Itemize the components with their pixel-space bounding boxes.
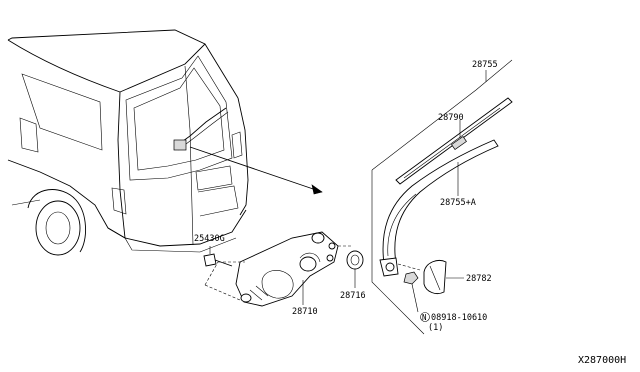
label-28790: 28790: [438, 113, 464, 123]
label-nut-number: 08918-10610: [431, 313, 487, 323]
label-28782: 28782: [466, 274, 492, 284]
label-nut-quantity: (1): [428, 323, 443, 333]
van-illustration: [7, 29, 323, 256]
wiper-arm-blade-group: [371, 59, 513, 335]
grommet-part: [346, 250, 364, 288]
diagram-reference-code: X287000H: [578, 355, 626, 366]
part-labels: 28755 28790 28755+A 25430G 28716 28782 2…: [194, 60, 626, 366]
label-28755A: 28755+A: [440, 198, 476, 208]
label-28710: 28710: [292, 307, 318, 317]
label-25430G: 25430G: [194, 234, 225, 244]
circle-n-icon: [420, 312, 430, 322]
wiper-motor-assembly: [203, 231, 352, 307]
label-nut-symbol: N: [422, 313, 427, 322]
label-28716: 28716: [340, 291, 366, 301]
label-28755: 28755: [472, 60, 498, 70]
